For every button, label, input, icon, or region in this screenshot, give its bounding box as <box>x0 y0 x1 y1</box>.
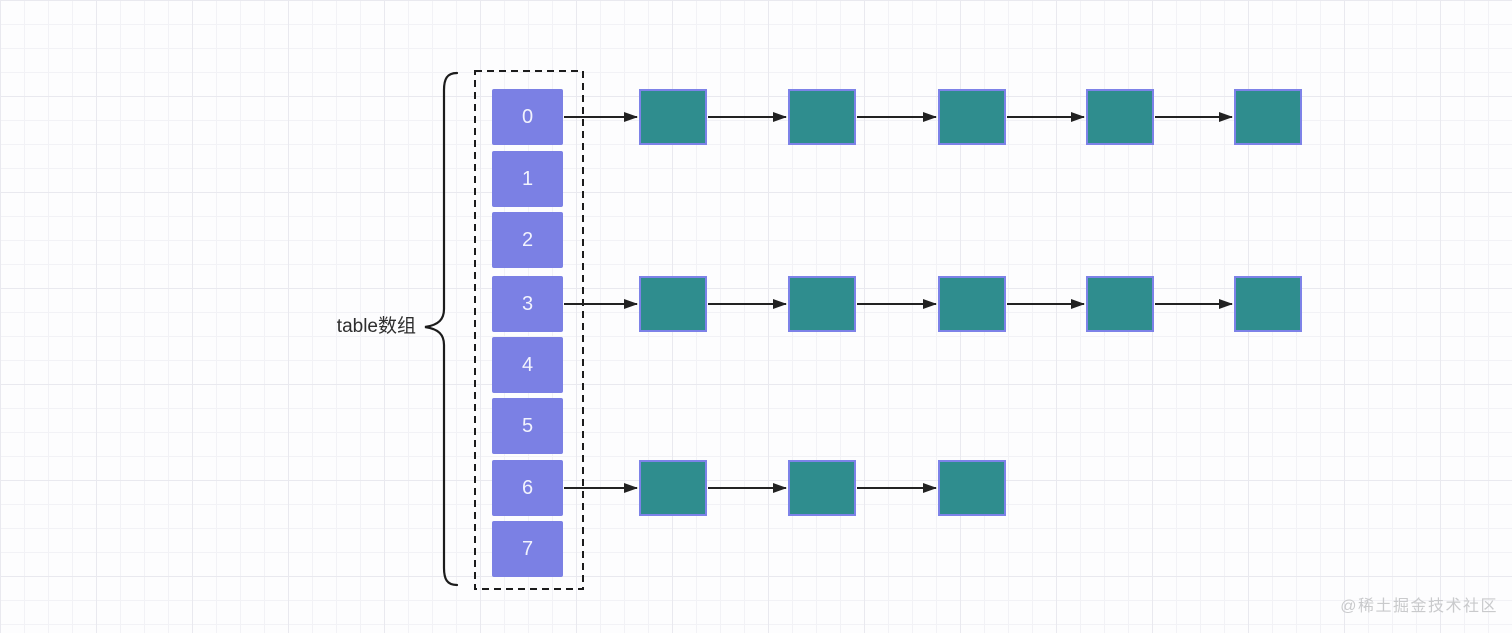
array-cell-6: 6 <box>492 460 563 516</box>
list-node-6-1 <box>788 460 856 516</box>
array-cell-0: 0 <box>492 89 563 145</box>
watermark: @稀土掘金技术社区 <box>1340 598 1498 615</box>
curly-brace <box>424 71 459 587</box>
pointer-arrows <box>564 112 1233 493</box>
array-cell-5: 5 <box>492 398 563 454</box>
array-cell-3: 3 <box>492 276 563 332</box>
array-cell-1: 1 <box>492 151 563 207</box>
array-cell-7: 7 <box>492 521 563 577</box>
list-node-0-4 <box>1234 89 1302 145</box>
list-node-0-0 <box>639 89 707 145</box>
list-node-0-3 <box>1086 89 1154 145</box>
array-cell-4: 4 <box>492 337 563 393</box>
list-node-3-0 <box>639 276 707 332</box>
array-cell-2: 2 <box>492 212 563 268</box>
list-node-6-0 <box>639 460 707 516</box>
list-node-3-2 <box>938 276 1006 332</box>
list-node-3-4 <box>1234 276 1302 332</box>
list-node-3-3 <box>1086 276 1154 332</box>
table-array-label: table数组 <box>336 316 416 337</box>
list-node-6-2 <box>938 460 1006 516</box>
list-node-0-1 <box>788 89 856 145</box>
list-node-0-2 <box>938 89 1006 145</box>
list-node-3-1 <box>788 276 856 332</box>
table-array-dashed-border <box>474 70 584 590</box>
